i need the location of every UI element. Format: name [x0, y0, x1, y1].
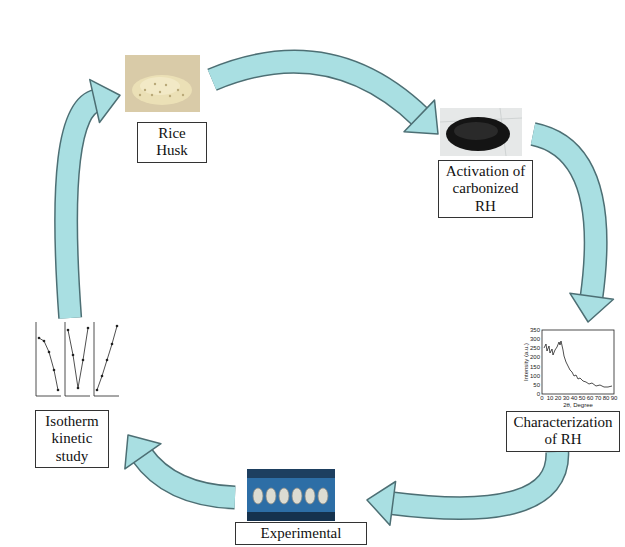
axis-tick: 30: [563, 395, 570, 401]
step-node: Isotherm kinetic study: [30, 318, 128, 468]
cycle-arrow: [125, 435, 235, 498]
step-label-box: Characterization of RH: [506, 411, 620, 452]
arrow-head: [367, 481, 396, 525]
arrow-head: [570, 293, 614, 322]
plot-axis: [94, 322, 119, 396]
axis-title: 2θ, Degree: [563, 402, 593, 408]
plot-axis: [65, 322, 90, 396]
axis-tick: 60: [587, 395, 594, 401]
step-label-box: Experimental: [235, 522, 367, 545]
chart-frame: [542, 330, 614, 394]
plot-line: [39, 338, 58, 390]
shaker-top: [247, 469, 335, 478]
axis-tick: 80: [603, 395, 610, 401]
axis-tick: 50: [579, 395, 586, 401]
activated-carbon-photo: [440, 108, 522, 156]
cycle-arrow: [66, 80, 120, 318]
step-label-box: Rice Husk: [137, 122, 207, 163]
axis-tick: 150: [530, 364, 540, 370]
cycle-arrow: [367, 452, 557, 525]
arrow-body: [533, 134, 596, 298]
arrow-body: [391, 452, 558, 508]
axis-tick: 350: [530, 327, 540, 333]
axis-tick: 90: [611, 395, 618, 401]
husk-grains: [139, 83, 184, 97]
photo-ground: [440, 108, 522, 156]
plot-line: [68, 328, 88, 388]
axis-tick: 50: [533, 382, 540, 388]
step-label-box: Activation of carbonized RH: [438, 160, 533, 218]
step-label: Activation of carbonized RH: [444, 163, 527, 215]
arrow-body: [66, 101, 96, 318]
arrow-outline: [391, 452, 558, 508]
axis-tick: 200: [530, 354, 540, 360]
plot-dots: [38, 325, 119, 392]
arrow-head: [125, 435, 161, 469]
carbon-heap-top: [454, 122, 498, 140]
axis-tick: 40: [571, 395, 578, 401]
axis-tick: 250: [530, 345, 540, 351]
arrow-outline: [533, 134, 596, 298]
step-label: Characterization of RH: [512, 414, 614, 449]
plot-axis: [36, 322, 61, 396]
isotherm-plots: [36, 322, 119, 396]
arrow-outline: [212, 62, 421, 118]
husk-pile-top: [140, 77, 180, 95]
axis-tick: 300: [530, 336, 540, 342]
axis-tick: 20: [555, 395, 562, 401]
step-label-box: Isotherm kinetic study: [35, 410, 109, 468]
flasks: [253, 488, 328, 504]
shaker-body: [247, 469, 335, 521]
axis-tick: 70: [595, 395, 602, 401]
axis-title: Intensity (a.u.): [523, 343, 529, 381]
shaker-photo: [247, 469, 335, 521]
carbon-heap: [446, 117, 510, 151]
rice-husk-photo: [125, 55, 200, 112]
step-node: Characterization of RH: [506, 322, 620, 452]
step-label: Rice Husk: [143, 125, 201, 160]
arrow-body: [212, 62, 421, 118]
step-label: Experimental: [241, 525, 361, 542]
step-node: Activation of carbonized RH: [438, 106, 533, 218]
plot-line: [97, 326, 117, 390]
shaker-base: [247, 512, 335, 521]
arrow-head: [404, 100, 438, 134]
photo-ground: [125, 55, 200, 112]
husk-pile: [132, 75, 192, 105]
axis-tick: 10: [547, 395, 554, 401]
axis-tick: 0: [540, 395, 543, 401]
cycle-arrow: [533, 134, 613, 322]
axis-tick: 0: [537, 391, 540, 397]
step-label: Isotherm kinetic study: [41, 413, 103, 465]
arrow-outline: [142, 455, 235, 498]
axis-tick: 100: [530, 373, 540, 379]
step-node: Experimental: [235, 466, 367, 545]
arrow-head: [90, 80, 120, 123]
xrd-chart: [542, 330, 614, 394]
cycle-arrow: [212, 62, 438, 134]
arrow-body: [142, 455, 235, 498]
arrow-outline: [66, 101, 96, 318]
xrd-curve: [544, 341, 612, 387]
step-node: Rice Husk: [120, 52, 212, 163]
